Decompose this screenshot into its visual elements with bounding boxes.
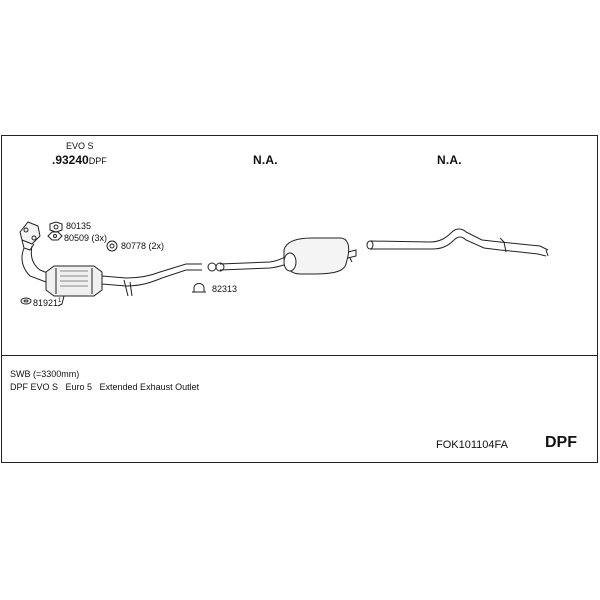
tail-pipe: [366, 228, 549, 257]
part-label-80778: 80778 (2x): [121, 241, 165, 251]
dpf-unit-icon: [45, 265, 103, 297]
ring-80778-icon: [106, 240, 118, 252]
part-number-suffix: DPF: [88, 156, 107, 166]
front-downpipe: [21, 245, 51, 283]
sensor-81921-icon: [20, 297, 32, 305]
column-2-header: N.A.: [253, 153, 278, 167]
part-label-80135: 80135: [66, 221, 92, 231]
part-number-value: .93240: [52, 153, 89, 167]
dpf-badge: DPF: [545, 434, 577, 451]
part-label-81921-sup: 1: [58, 298, 62, 304]
kit-code: FOK101104FA: [436, 439, 508, 451]
part-label-82313: 82313: [212, 284, 238, 294]
muffler-icon: [283, 237, 357, 275]
front-flange-icon: [19, 221, 41, 251]
note-spec: DPF EVO S Euro 5 Extended Exhaust Outlet: [10, 382, 200, 392]
column-3-header: N.A.: [437, 153, 462, 167]
part-label-81921-value: 81921: [33, 298, 59, 308]
note-wheelbase: SWB (=3300mm): [10, 369, 80, 379]
pipe-hanger: [123, 279, 133, 297]
diagram-frame: [1, 135, 598, 463]
part-label-81921: 819211: [33, 298, 61, 308]
front-pipe: [101, 263, 202, 287]
info-divider: [1, 355, 598, 356]
connector-sleeve-icon: [207, 262, 225, 272]
part-number: .93240DPF: [52, 154, 107, 166]
gasket-80135-icon: [49, 221, 63, 233]
sensor-lead: [57, 295, 65, 307]
mid-pipe: [219, 253, 295, 271]
part-label-80509: 80509 (3x): [64, 233, 108, 243]
clamp-icon: [192, 283, 206, 293]
nut-80509-icon: [47, 231, 63, 241]
variant-label: EVO S: [66, 141, 94, 151]
